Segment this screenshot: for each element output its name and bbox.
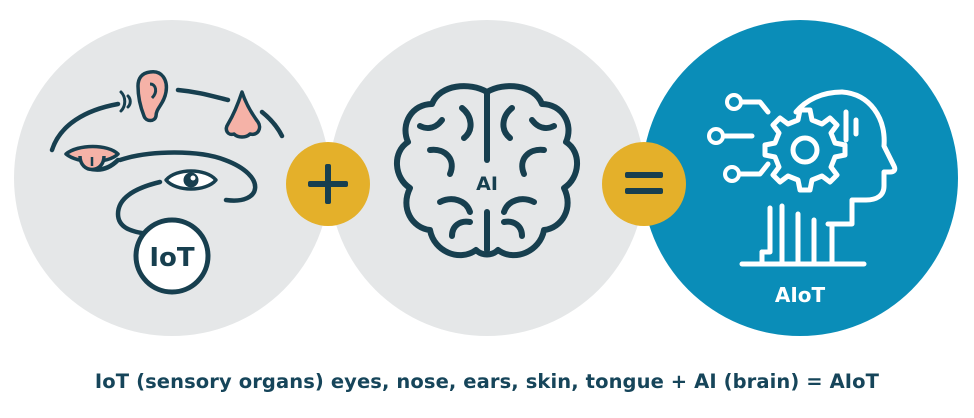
equals-badge [602,142,686,226]
iot-badge [133,217,211,295]
nose-icon [224,90,262,139]
ear-icon [119,70,169,123]
brain-icon [394,83,580,259]
circuit-nodes [707,93,743,183]
ai-label: AI [476,173,498,195]
aiot-circle [642,20,958,336]
diagram-caption: IoT (sensory organs) eyes, nose, ears, s… [94,370,880,393]
ai-circle [329,20,645,336]
eye-icon [164,169,218,191]
gear-icon [762,107,848,193]
tongue-icon [64,144,120,172]
plus-badge [286,142,370,226]
aiot-label: AIoT [775,283,826,307]
iot-label: IoT [149,243,195,273]
